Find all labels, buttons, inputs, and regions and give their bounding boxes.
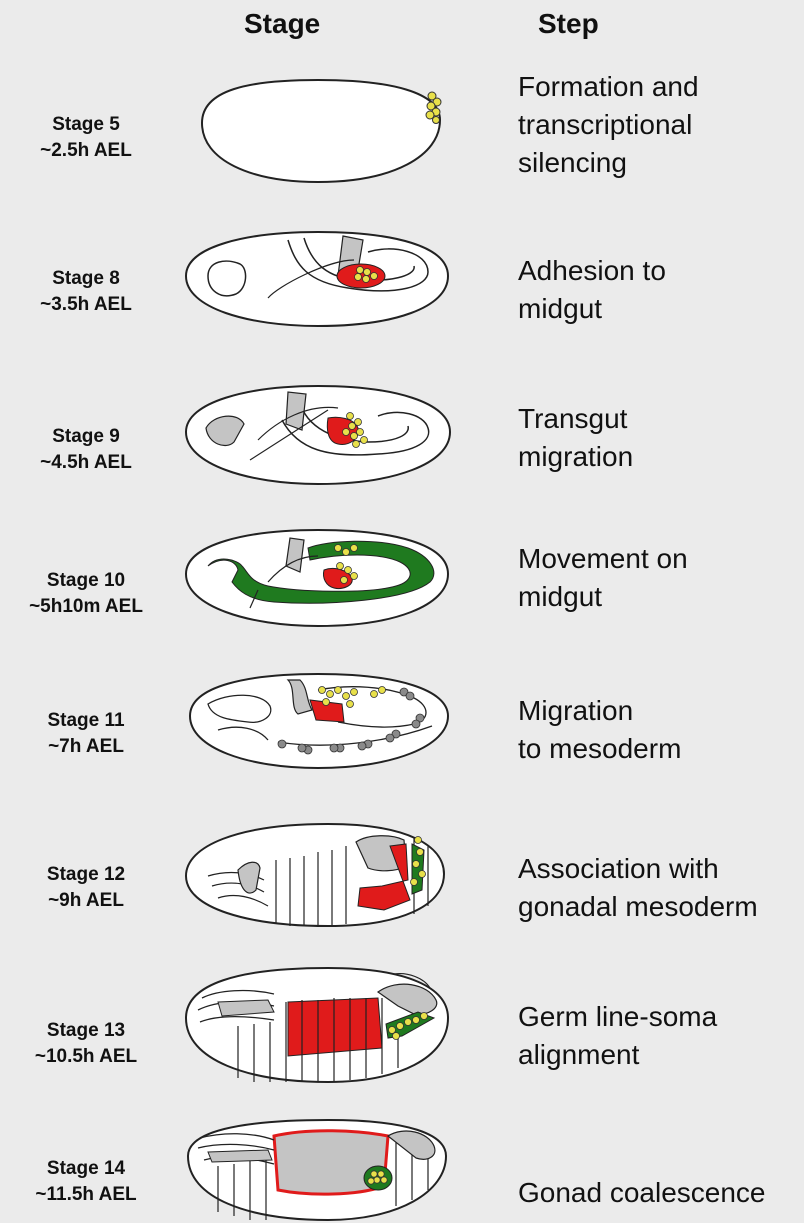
stage-label: Stage 14 ~11.5h AEL [0, 1156, 172, 1208]
stage-time: ~11.5h AEL [0, 1182, 172, 1208]
stage-label: Stage 8 ~3.5h AEL [0, 266, 172, 318]
stage-name: Stage 12 [0, 862, 172, 888]
stage-name: Stage 13 [0, 1018, 172, 1044]
pole-cells [426, 92, 441, 124]
step-line: Gonad coalescence [518, 1174, 804, 1212]
step-label: Formation and transcriptional silencing [518, 68, 804, 182]
step-label: Adhesion to midgut [518, 252, 804, 328]
stage-name: Stage 8 [0, 266, 172, 292]
stage-label: Stage 10 ~5h10m AEL [0, 568, 172, 620]
embryo-stage-5 [178, 68, 458, 192]
step-line: alignment [518, 1036, 804, 1074]
step-line: Association with [518, 850, 804, 888]
stage-label: Stage 11 ~7h AEL [0, 708, 172, 760]
step-line: Germ line-soma [518, 998, 804, 1036]
embryo-stage-8 [178, 226, 458, 344]
step-line: Migration [518, 692, 804, 730]
stage-label: Stage 5 ~2.5h AEL [0, 112, 172, 164]
step-line: transcriptional [518, 106, 804, 144]
step-line: Movement on [518, 540, 804, 578]
stage-time: ~7h AEL [0, 734, 172, 760]
stage-label: Stage 9 ~4.5h AEL [0, 424, 172, 476]
step-line: gonadal mesoderm [518, 888, 804, 926]
step-line: Formation and [518, 68, 804, 106]
step-label: Transgut migration [518, 400, 804, 476]
stage-name: Stage 5 [0, 112, 172, 138]
step-label: Migration to mesoderm [518, 692, 804, 768]
stage-name: Stage 10 [0, 568, 172, 594]
stage-name: Stage 9 [0, 424, 172, 450]
step-label: Germ line-soma alignment [518, 998, 804, 1074]
stage-time: ~10.5h AEL [0, 1044, 172, 1070]
stage-label: Stage 12 ~9h AEL [0, 862, 172, 914]
stage-time: ~5h10m AEL [0, 594, 172, 620]
step-line: silencing [518, 144, 804, 182]
embryo-stage-14 [178, 1116, 458, 1223]
stage-time: ~4.5h AEL [0, 450, 172, 476]
step-label: Gonad coalescence [518, 1174, 804, 1212]
step-line: Adhesion to [518, 252, 804, 290]
step-line: migration [518, 438, 804, 476]
stage-column-header: Stage [244, 8, 320, 40]
step-label: Movement on midgut [518, 540, 804, 616]
step-line: midgut [518, 578, 804, 616]
stage-time: ~2.5h AEL [0, 138, 172, 164]
stage-time: ~3.5h AEL [0, 292, 172, 318]
step-label: Association with gonadal mesoderm [518, 850, 804, 926]
embryo-stage-10 [178, 526, 458, 634]
step-column-header: Step [538, 8, 599, 40]
embryo-stage-13 [178, 964, 458, 1088]
embryo-stage-9 [178, 380, 458, 498]
stage-time: ~9h AEL [0, 888, 172, 914]
stage-name: Stage 14 [0, 1156, 172, 1182]
stage-name: Stage 11 [0, 708, 172, 734]
embryo-stage-11 [178, 670, 458, 774]
step-line: midgut [518, 290, 804, 328]
step-line: to mesoderm [518, 730, 804, 768]
embryo-stage-12 [178, 820, 458, 930]
step-line: Transgut [518, 400, 804, 438]
stage-label: Stage 13 ~10.5h AEL [0, 1018, 172, 1070]
